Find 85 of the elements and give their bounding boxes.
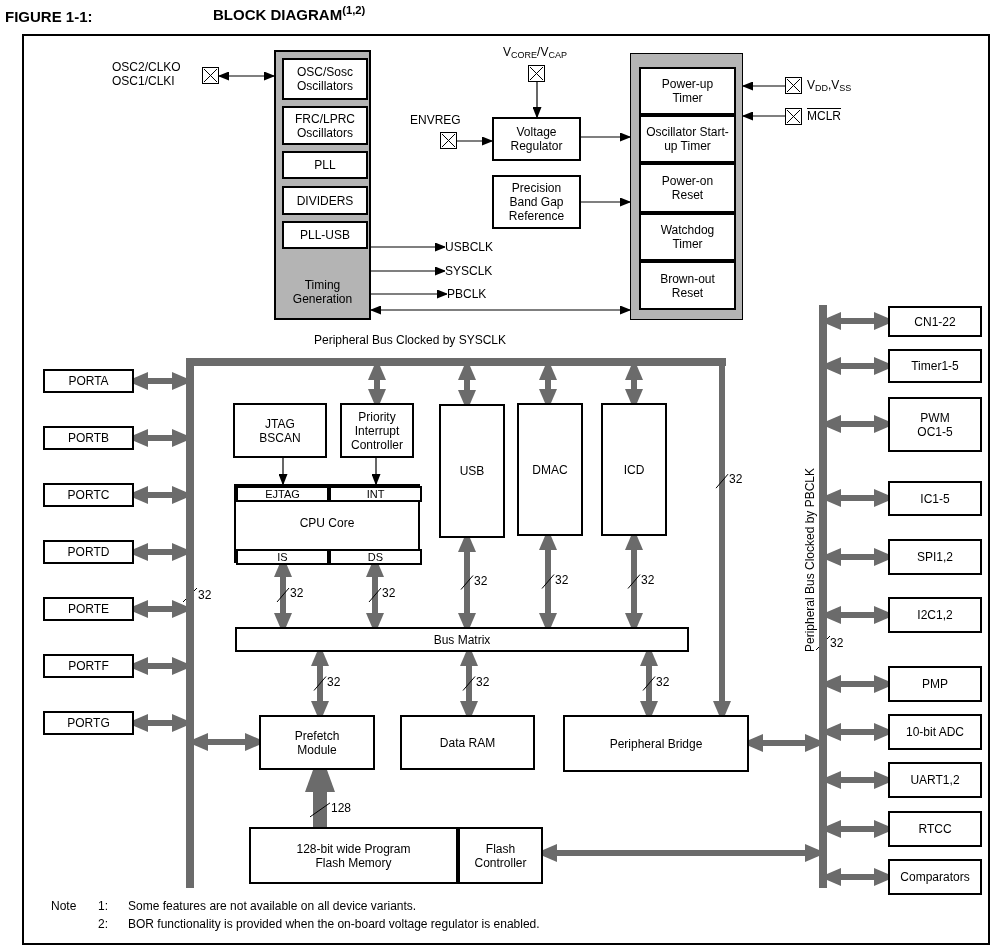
function-block: UART1,2 [888, 762, 982, 798]
function-block: Bus Matrix [235, 627, 689, 652]
clock-signal-label: USBCLK [445, 240, 501, 254]
function-block: Data RAM [400, 715, 535, 770]
note-text: 1: [98, 899, 109, 913]
function-block: Prefetch Module [259, 715, 375, 770]
bus-width-label: 32 [382, 586, 396, 600]
function-block: DMAC [517, 403, 583, 536]
pin-symbol [785, 108, 802, 125]
function-block: Power-on Reset [639, 163, 736, 213]
function-block: CN1-22 [888, 306, 982, 337]
function-block: Brown-out Reset [639, 261, 736, 310]
reset-block [630, 53, 743, 320]
bus-width-label: 128 [331, 800, 352, 815]
function-block: I2C1,2 [888, 597, 982, 633]
function-block: PORTE [43, 597, 134, 621]
note-text: Note [51, 899, 78, 913]
function-block: Priority Interrupt Controller [340, 403, 414, 458]
function-block: Power-up Timer [639, 67, 736, 115]
pin-label: MCLR [807, 109, 842, 123]
pin-symbol [202, 67, 219, 84]
function-block: Flash Controller [458, 827, 543, 884]
function-block: PORTC [43, 483, 134, 507]
cpu-port-cell: INT [329, 486, 422, 502]
note-text: BOR functionality is provided when the on-board voltage regulator is enabled. [128, 917, 541, 931]
pin-symbol [528, 65, 545, 82]
bus-width-label: 32 [656, 674, 670, 689]
function-block: 10-bit ADC [888, 714, 982, 750]
bus-width-label: 32 [555, 572, 569, 587]
function-block: Comparators [888, 859, 982, 895]
bus-bar [819, 305, 827, 888]
function-block: PORTA [43, 369, 134, 393]
function-block: FRC/LPRC Oscillators [282, 106, 368, 145]
function-block: SPI1,2 [888, 539, 982, 575]
function-block: PORTB [43, 426, 134, 450]
cpu-port-cell: IS [236, 549, 329, 565]
pin-label: V$_{DD}$,V$_{SS}$ [807, 78, 853, 92]
pin-label: ENVREG [410, 113, 462, 127]
clock-signal-label: SYSCLK [445, 264, 501, 278]
cpu-core-block [234, 484, 420, 563]
pin-label: OSC2/CLKO OSC1/CLKI [112, 60, 182, 88]
function-block: PORTD [43, 540, 134, 564]
function-block: Peripheral Bridge [563, 715, 749, 772]
function-block: Watchdog Timer [639, 213, 736, 261]
pin-symbol [785, 77, 802, 94]
timing-block [274, 50, 371, 320]
function-block: PWM OC1-5 [888, 397, 982, 452]
bus-width-label: 32 [830, 636, 845, 650]
block-label: Timing Generation [291, 278, 354, 306]
figure-title: BLOCK DIAGRAM$^{(1,2)}$ [213, 6, 366, 24]
function-block: Timer1-5 [888, 349, 982, 383]
note-text: 2: [98, 917, 109, 931]
function-block: OSC/Sosc Oscillators [282, 58, 368, 100]
function-block: DIVIDERS [282, 186, 368, 215]
function-block: ICD [601, 403, 667, 536]
function-block: JTAG BSCAN [233, 403, 327, 458]
bus-width-label: 32 [729, 472, 743, 487]
bus-width-label: 32 [474, 573, 488, 588]
note-text: Some features are not available on all device variants. [128, 899, 418, 913]
figure-number: FIGURE 1-1: [5, 8, 94, 26]
function-block: PLL-USB [282, 221, 368, 249]
pin-label: V$_{CORE}$/V$_{CAP}$ [502, 45, 568, 59]
function-block: PORTG [43, 711, 134, 735]
bus-width-label: 32 [290, 586, 304, 600]
function-block: Voltage Regulator [492, 117, 581, 161]
function-block: Precision Band Gap Reference [492, 175, 581, 229]
bus-width-label: 32 [641, 572, 655, 587]
bus-label: Peripheral Bus Clocked by PBCLK [803, 466, 817, 655]
function-block: PMP [888, 666, 982, 702]
block-label: CPU Core [298, 516, 356, 530]
function-block: USB [439, 404, 505, 538]
function-block: PORTF [43, 654, 134, 678]
bus-width-label: 32 [327, 674, 341, 689]
bus-label: Peripheral Bus Clocked by SYSCLK [312, 333, 508, 347]
bus-width-label: 32 [476, 674, 490, 689]
function-block: PLL [282, 151, 368, 179]
function-block: RTCC [888, 811, 982, 847]
function-block: Oscillator Start-up Timer [639, 115, 736, 163]
cpu-port-cell: EJTAG [236, 486, 329, 502]
bus-width-label: 32 [198, 588, 213, 602]
cpu-port-cell: DS [329, 549, 422, 565]
pin-symbol [440, 132, 457, 149]
function-block: 128-bit wide Program Flash Memory [249, 827, 458, 884]
clock-signal-label: PBCLK [447, 287, 497, 301]
function-block: IC1-5 [888, 481, 982, 516]
